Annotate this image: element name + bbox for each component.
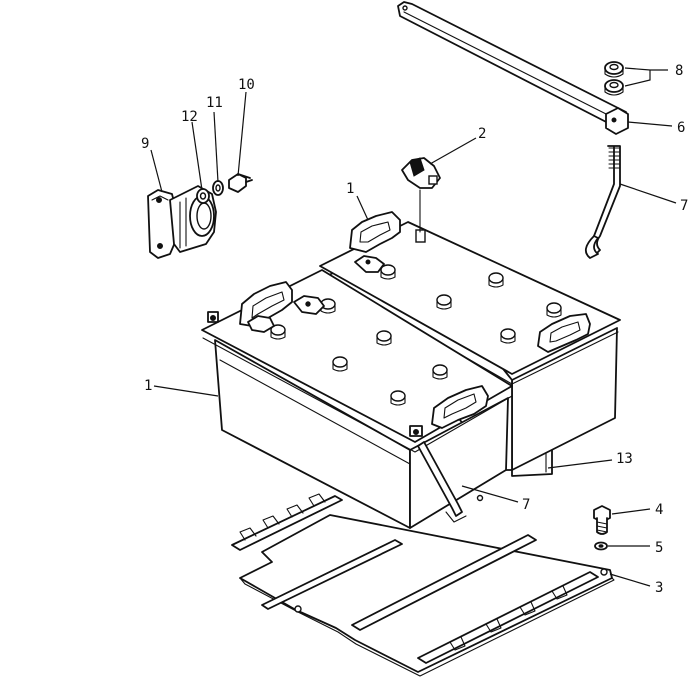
- terminal-clamp: [401, 157, 441, 233]
- callout-10: 10: [238, 77, 255, 93]
- callout-7-upper: 7: [680, 198, 688, 214]
- callout-8: 8: [675, 63, 683, 79]
- hold-down-bar: [397, 1, 629, 135]
- battery-tray: [231, 493, 615, 677]
- callout-labels: 1 1 2 3 4 5 6 7 7 8 9 10 11 12 13: [141, 63, 688, 596]
- callout-4: 4: [655, 502, 663, 518]
- callout-12: 12: [181, 109, 198, 125]
- callout-3: 3: [655, 580, 663, 596]
- callout-11: 11: [206, 95, 223, 111]
- callout-2: 2: [478, 126, 486, 142]
- callout-1-rear-battery: 1: [346, 181, 354, 197]
- bolt-and-washer: [593, 505, 611, 551]
- battery-front: [201, 269, 513, 529]
- callout-5: 5: [655, 540, 663, 556]
- hook-rod: [584, 145, 621, 259]
- mounting-hardware: [196, 173, 253, 204]
- callout-9: 9: [141, 136, 149, 152]
- callout-6: 6: [677, 120, 685, 136]
- hex-nuts: [604, 61, 624, 96]
- callout-1-front-battery: 1: [144, 378, 152, 394]
- hold-down-rod-lower: [417, 441, 467, 523]
- callout-7-lower: 7: [522, 497, 530, 513]
- leader-lines: [150, 67, 677, 587]
- callout-13: 13: [616, 451, 633, 467]
